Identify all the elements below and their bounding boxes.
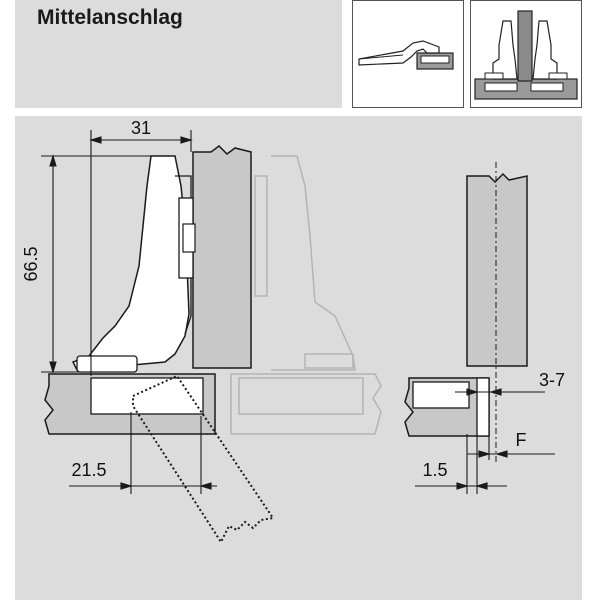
door-panel-right xyxy=(466,162,528,464)
front-view-icon xyxy=(474,10,578,100)
thumbnail-side-view xyxy=(352,0,464,108)
thumbnail-front-view xyxy=(470,0,582,108)
dim-min-label: 1.5 xyxy=(422,460,447,480)
dim-overlay-label: 3-7 xyxy=(539,370,565,390)
dim-gap-label: F xyxy=(516,430,527,450)
ghost-hinge-open xyxy=(230,155,382,435)
dim-height-label: 66.5 xyxy=(21,246,41,281)
dim-height xyxy=(41,154,155,374)
dim-width-label: 31 xyxy=(131,118,151,138)
dim-overlay xyxy=(455,388,545,396)
door-open-dotted xyxy=(132,374,275,545)
dim-drill-distance-label: 21.5 xyxy=(71,460,106,480)
page-title: Mittelanschlag xyxy=(37,6,183,29)
diagram-panel: 31 66.5 21.5 xyxy=(15,116,582,600)
hinge-diagram: 31 66.5 21.5 xyxy=(21,118,565,545)
side-view-icon xyxy=(358,40,454,70)
cabinet-side-right xyxy=(404,377,490,437)
dim-gap xyxy=(467,436,555,460)
title-box: Mittelanschlag xyxy=(15,0,342,108)
door-panel-left xyxy=(192,145,252,369)
dim-drill-distance xyxy=(69,412,217,494)
cabinet-side-left xyxy=(44,373,216,435)
dim-width xyxy=(89,130,193,376)
dim-min xyxy=(415,434,507,494)
hinge-arm xyxy=(71,155,196,373)
